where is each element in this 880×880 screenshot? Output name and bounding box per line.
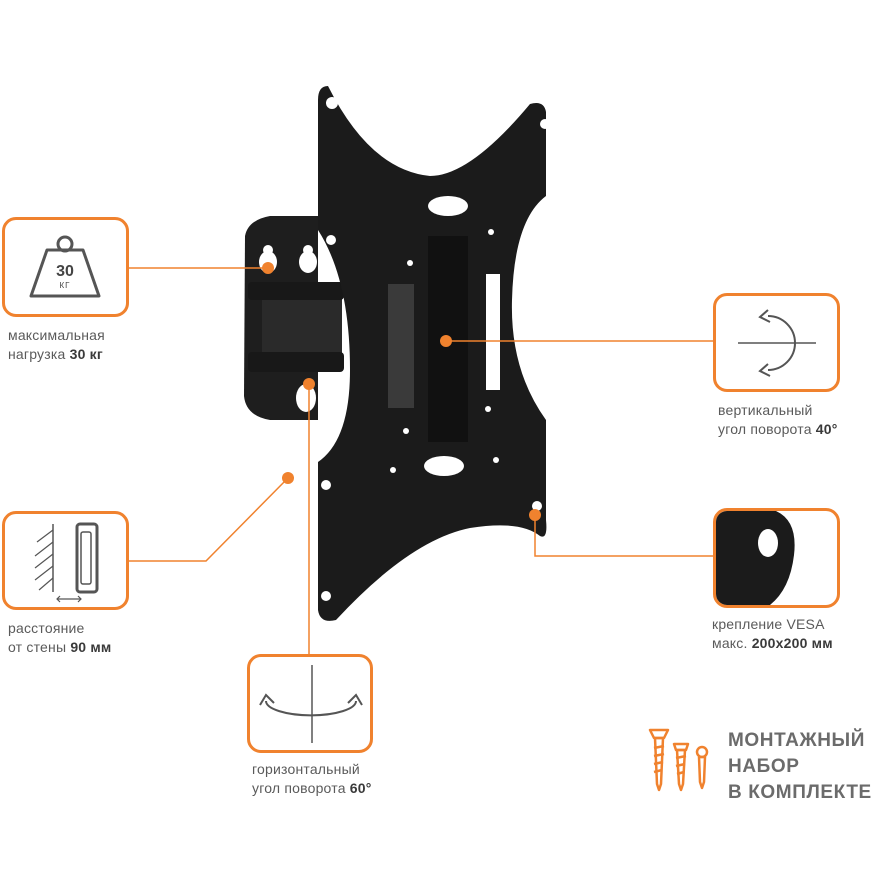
horizontal-caption-value: 60°: [349, 780, 372, 796]
vesa-caption-line1: крепление VESA: [712, 616, 825, 632]
horizontal-caption-line1: горизонтальный: [252, 761, 360, 777]
vertical-callout-dot: [440, 335, 452, 347]
load-caption-line1: максимальная: [8, 327, 105, 343]
distance-caption-line1: расстояние: [8, 620, 85, 636]
weight-icon: 30 КГ: [29, 235, 101, 298]
distance-caption-prefix: от стены: [8, 639, 71, 655]
distance-feature-box: [2, 511, 129, 610]
vertical-caption-value: 40°: [815, 421, 838, 437]
load-caption-value: 30 кг: [69, 346, 103, 362]
load-caption-prefix: нагрузка: [8, 346, 70, 362]
vertical-feature-box: [713, 293, 840, 392]
kit-line2: НАБОР: [728, 756, 800, 777]
distance-caption: расстояние от стены 90 мм: [8, 619, 112, 657]
weight-value: 30: [56, 263, 74, 280]
horizontal-caption-prefix: угол поворота: [252, 780, 350, 796]
vesa-caption-prefix: макс.: [712, 635, 752, 651]
vesa-callout-dot: [529, 509, 541, 521]
screws-icon: [648, 728, 709, 792]
distance-callout-dot: [282, 472, 294, 484]
horizontal-caption: горизонтальный угол поворота 60°: [252, 760, 372, 798]
vertical-caption: вертикальный угол поворота 40°: [718, 401, 838, 439]
distance-callout-line: [128, 477, 289, 562]
load-caption: максимальная нагрузка 30 кг: [8, 326, 105, 364]
distance-caption-value: 90 мм: [70, 639, 112, 655]
vesa-feature-box: [713, 508, 840, 608]
vesa-hole-icon: [716, 511, 795, 605]
vesa-caption: крепление VESA макс. 200x200 мм: [712, 615, 833, 653]
mounting-kit-label: МОНТАЖНЫЙ НАБОР В КОМПЛЕКТЕ: [728, 728, 872, 806]
wall-distance-icon: [34, 522, 99, 603]
vertical-caption-line1: вертикальный: [718, 402, 813, 418]
weight-unit: КГ: [60, 281, 71, 290]
horizontal-callout-dot: [303, 378, 315, 390]
load-feature-box: 30 КГ: [2, 217, 129, 317]
swivel-arm: [262, 290, 342, 366]
vesa-caption-value: 200x200 мм: [751, 635, 833, 651]
kit-line1: МОНТАЖНЫЙ: [728, 730, 866, 751]
load-callout-dot: [262, 262, 274, 274]
vertical-caption-prefix: угол поворота: [718, 421, 816, 437]
horizontal-rotation-icon: [259, 665, 363, 743]
vertical-rotation-icon: [738, 309, 816, 377]
vesa-callout-line: [534, 515, 714, 557]
horizontal-feature-box: [247, 654, 373, 753]
kit-line3: В КОМПЛЕКТЕ: [728, 782, 872, 803]
